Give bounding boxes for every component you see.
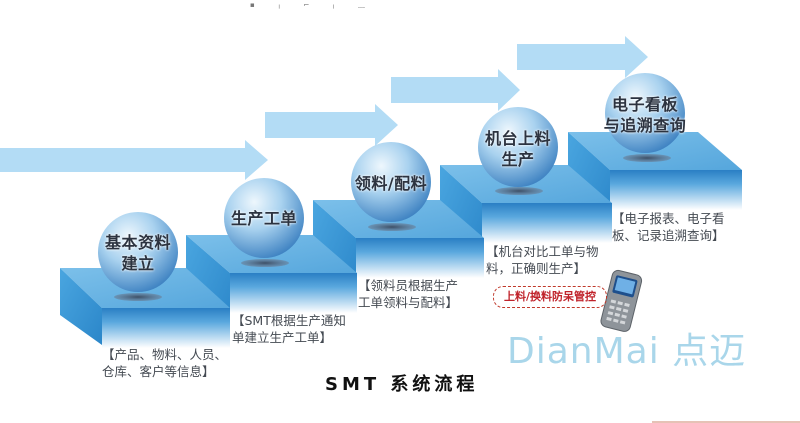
step-4-desc-line1: 【机台对比工单与物: [486, 244, 599, 259]
diagram-title: SMT 系统流程: [325, 374, 479, 395]
foolproof-control-badge: 上料/换料防呆管控: [493, 286, 607, 308]
sphere-5: [605, 73, 685, 162]
step-5-label-line1: 电子看板: [611, 95, 678, 114]
arrow-icon: [0, 140, 268, 180]
step-1-label-line2: 建立: [121, 254, 155, 273]
step-1-description: 【产品、物料、人员、 仓库、客户等信息】: [102, 346, 227, 380]
step-2-desc-line2: 单建立生产工单】: [232, 330, 333, 345]
sphere-4: [478, 107, 558, 195]
step-1-label-line1: 基本资料: [104, 233, 171, 252]
step-1-desc-line1: 【产品、物料、人员、: [102, 347, 228, 362]
step-4-desc-line2: 料，正确则生产】: [486, 261, 587, 276]
step-5-desc-line1: 【电子报表、电子看: [612, 211, 725, 226]
step-2-label: 生产工单: [224, 208, 304, 229]
step-4-label-line2: 生产: [501, 150, 535, 169]
sphere-3: [351, 142, 431, 231]
handheld-scanner-icon: [600, 269, 643, 332]
arrow-icon: [517, 36, 648, 78]
step-3-desc-line1: 【领料员根据生产: [358, 278, 459, 293]
step-5-label: 电子看板 与追溯查询: [600, 94, 690, 136]
step-3-desc-line2: 工单领料与配料】: [358, 295, 459, 310]
bottom-divider: [652, 421, 800, 423]
step-3-label-line1: 领料/配料: [354, 174, 428, 193]
step-5-label-line2: 与追溯查询: [603, 116, 687, 135]
arrow-icon: [391, 69, 520, 111]
step-5-desc-line2: 板、记录追溯查询】: [612, 228, 725, 243]
step-3-label: 领料/配料: [346, 173, 436, 194]
step-1-desc-line2: 仓库、客户等信息】: [102, 364, 215, 379]
step-1-label: 基本资料 建立: [98, 232, 178, 274]
cropped-header-fragment: ▪ ╷ ⌐ ╷ ﹏: [250, 1, 375, 9]
arrow-icon: [265, 104, 398, 146]
step-4-description: 【机台对比工单与物 料，正确则生产】: [486, 243, 599, 277]
step-3-description: 【领料员根据生产 工单领料与配料】: [358, 277, 458, 311]
step-5-description: 【电子报表、电子看 板、记录追溯查询】: [612, 210, 725, 244]
step-2-description: 【SMT根据生产通知 单建立生产工单】: [232, 312, 346, 346]
sphere-1: [98, 212, 178, 301]
step-4-label-line1: 机台上料: [484, 129, 551, 148]
sphere-2: [224, 178, 304, 267]
step-2-desc-line1: 【SMT根据生产通知: [232, 313, 346, 328]
brand-watermark: DianMai 点迈: [507, 331, 747, 372]
step-2-label-line1: 生产工单: [230, 209, 297, 228]
step-4-label: 机台上料 生产: [478, 128, 558, 170]
